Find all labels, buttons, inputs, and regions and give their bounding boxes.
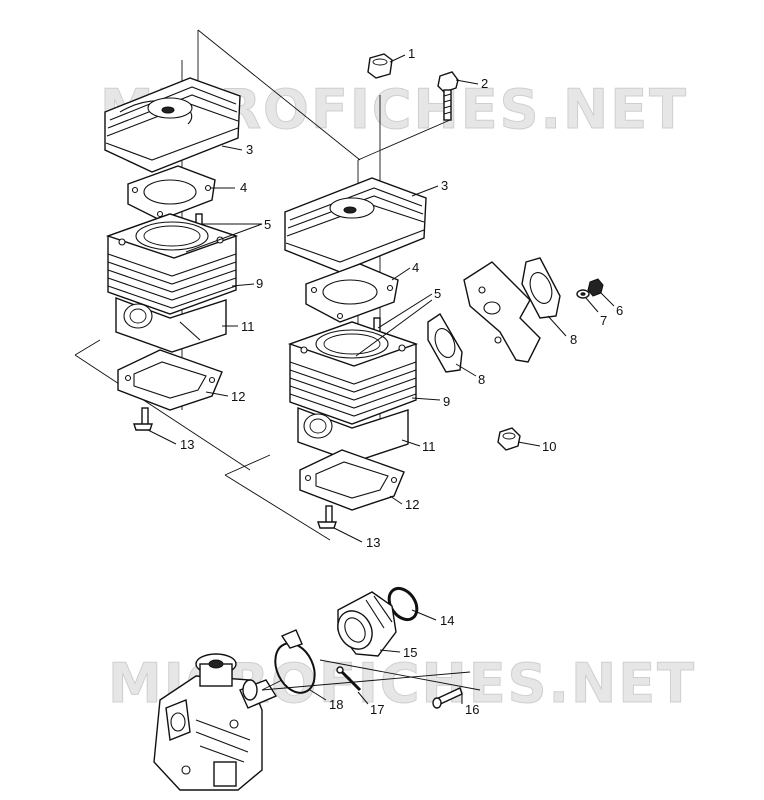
callout-labels: 1 2 3 3 4 4 5 5 6 7 8 8 9 9 10 11 11 12 … — [180, 46, 623, 717]
callout-6: 6 — [616, 303, 623, 318]
callout-2: 2 — [481, 76, 488, 91]
callout-13-right: 13 — [366, 535, 380, 550]
exhaust-gasket-upper — [521, 257, 561, 319]
fitting-left — [133, 407, 153, 431]
nut-1 — [367, 53, 393, 79]
callout-11-right: 11 — [422, 439, 436, 454]
callout-9-left: 9 — [256, 276, 263, 291]
base-gasket-right — [299, 449, 405, 511]
callout-9-right: 9 — [443, 394, 450, 409]
cylinder-base-left — [115, 296, 227, 353]
callout-3-right: 3 — [441, 178, 448, 193]
callout-12-left: 12 — [231, 389, 245, 404]
intake-boot-15 — [337, 591, 397, 657]
screw-17 — [336, 666, 362, 692]
washer-7 — [576, 289, 590, 299]
callout-16: 16 — [465, 702, 479, 717]
callout-5-right: 5 — [434, 286, 441, 301]
callout-12-right: 12 — [405, 497, 419, 512]
nut-10 — [497, 427, 521, 451]
callout-8-lower: 8 — [478, 372, 485, 387]
bolt-2 — [437, 71, 459, 121]
cylinder-right — [287, 321, 419, 425]
callout-8-upper: 8 — [570, 332, 577, 347]
intake-axis-lines — [261, 659, 481, 691]
head-gasket-left — [127, 165, 216, 221]
cylinder-head-right — [284, 177, 427, 273]
callout-18: 18 — [329, 697, 343, 712]
callout-13-left: 13 — [180, 437, 194, 452]
callout-10: 10 — [542, 439, 556, 454]
callout-7: 7 — [600, 313, 607, 328]
callout-17: 17 — [370, 702, 384, 717]
fitting-right — [317, 505, 337, 529]
callout-4-right: 4 — [412, 260, 419, 275]
callout-4-left: 4 — [240, 180, 247, 195]
exhaust-bracket — [463, 261, 541, 363]
base-gasket-left — [117, 349, 223, 411]
callout-11-left: 11 — [241, 319, 255, 334]
callout-14: 14 — [440, 613, 454, 628]
callout-3-left: 3 — [246, 142, 253, 157]
carburetor — [153, 653, 283, 791]
clamp-18 — [274, 629, 316, 694]
cylinder-head-left — [104, 77, 241, 173]
cylinder-left — [105, 213, 239, 315]
cylinder-base-right — [297, 406, 409, 463]
callout-1: 1 — [408, 46, 415, 61]
exhaust-gasket-lower — [427, 313, 463, 373]
callout-5-left: 5 — [264, 217, 271, 232]
head-gasket-right — [305, 263, 399, 323]
leader-lines — [147, 54, 615, 705]
callout-15: 15 — [403, 645, 417, 660]
